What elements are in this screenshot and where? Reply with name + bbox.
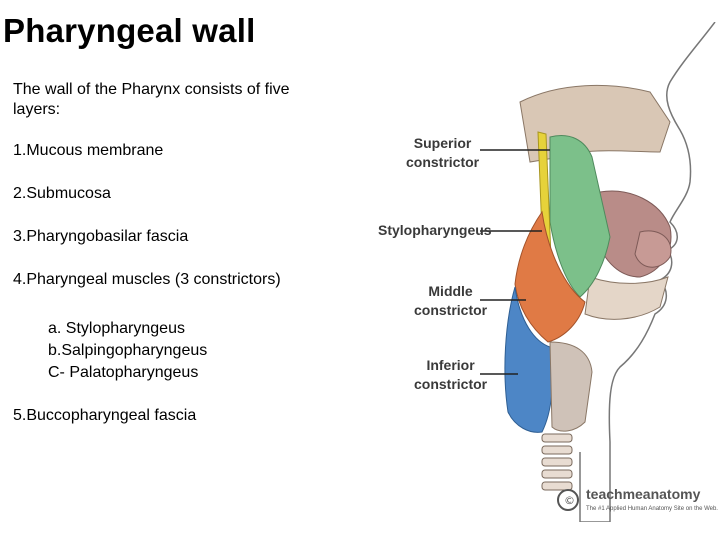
muscle-item: b.Salpingopharyngeus	[48, 342, 208, 359]
middle-constrictor	[514, 210, 586, 343]
layer-item: 1.Mucous membrane	[13, 142, 164, 159]
watermark-tagline: The #1 Applied Human Anatomy Site on the…	[586, 506, 718, 512]
label-pointers	[480, 149, 550, 375]
label-superior-constrictor: Superior constrictor	[406, 134, 479, 172]
slide-title: Pharyngeal wall	[3, 12, 256, 49]
orbicularis	[634, 230, 672, 268]
label-line: Middle	[428, 283, 473, 299]
superior-constrictor	[549, 135, 611, 298]
label-line: constrictor	[414, 376, 488, 392]
layer-item: 5.Buccopharyngeal fascia	[13, 407, 197, 424]
label-line: Superior	[413, 135, 472, 151]
trachea-rings	[541, 433, 573, 491]
mandible	[584, 276, 669, 320]
muscle-item: C- Palatopharyngeus	[48, 364, 199, 381]
label-stylopharyngeus: Stylopharyngeus	[378, 222, 492, 238]
inferior-constrictor	[504, 286, 553, 433]
label-line: constrictor	[406, 154, 480, 170]
layer-item: 4.Pharyngeal muscles (3 constrictors)	[13, 271, 281, 288]
pharynx-illustration: ©	[480, 21, 716, 523]
label-line: Inferior	[426, 357, 475, 373]
larynx	[549, 341, 593, 432]
label-middle-constrictor: Middle constrictor	[414, 282, 487, 320]
watermark-brand: teachmeanatomy	[586, 486, 701, 502]
label-inferior-constrictor: Inferior constrictor	[414, 356, 487, 394]
anatomy-figure: © Superior constrictor Stylopharyngeus M…	[370, 21, 720, 523]
layer-item: 3.Pharyngobasilar fascia	[13, 228, 189, 245]
layer-item: 2.Submucosa	[13, 185, 111, 202]
label-line: constrictor	[414, 302, 488, 318]
watermark-logo	[557, 489, 579, 511]
muscle-item: a. Stylopharyngeus	[48, 320, 185, 337]
head-outline	[579, 21, 716, 523]
intro-text: The wall of the Pharynx consists of five…	[13, 81, 290, 118]
svg-text:©: ©	[564, 494, 575, 507]
